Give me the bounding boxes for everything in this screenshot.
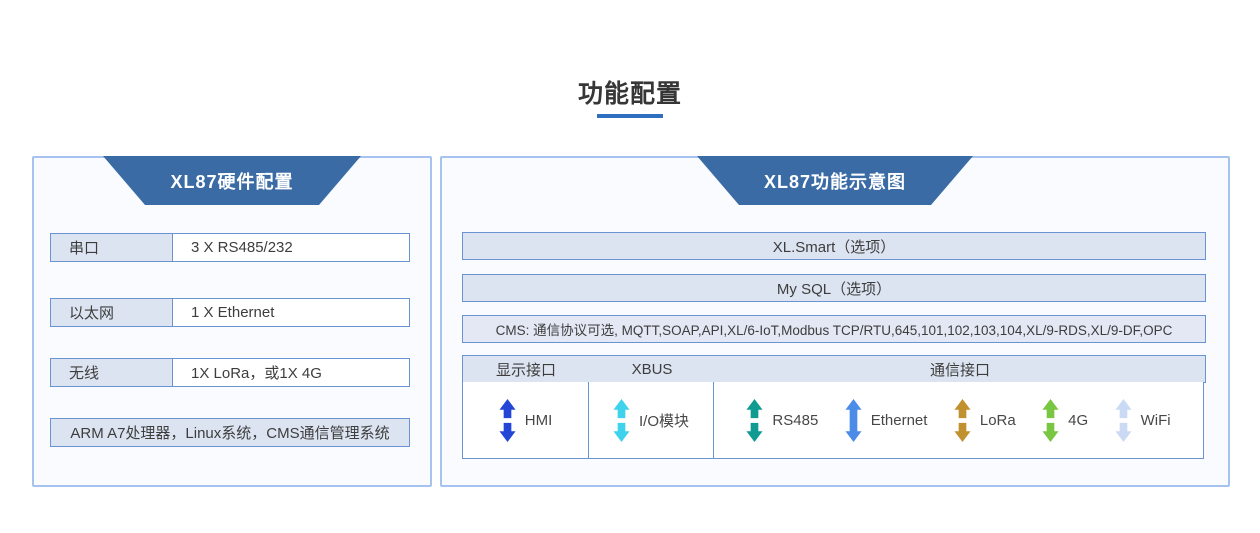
interface-item-lora: LoRa — [954, 398, 1016, 442]
hw-row-value: 1 X Ethernet — [172, 298, 410, 327]
updown-arrow-icon — [845, 398, 862, 442]
interface-item-wifi: WiFi — [1115, 398, 1171, 442]
interface-table-header: 显示接口 XBUS 通信接口 — [462, 355, 1206, 383]
page-title: 功能配置 — [577, 80, 682, 108]
interface-item-4g: 4G — [1042, 398, 1089, 442]
col-header-xbus: XBUS — [631, 360, 673, 378]
updown-arrow-icon — [746, 398, 763, 442]
updown-arrow-icon — [954, 398, 971, 442]
interface-item-label: RS485 — [772, 411, 819, 429]
hardware-panel-header: XL87硬件配置 — [103, 156, 361, 205]
xlsmart-bar: XL.Smart（选项） — [462, 232, 1206, 260]
interface-item-label: LoRa — [979, 411, 1016, 429]
hw-row-label: 无线 — [50, 358, 186, 387]
title-underline — [597, 114, 663, 118]
interface-item-ethernet: Ethernet — [845, 398, 928, 442]
interface-item-label: 4G — [1068, 411, 1089, 429]
hw-row-value: 1X LoRa，或1X 4G — [172, 358, 410, 387]
hw-row-label: 以太网 — [50, 298, 186, 327]
interface-item-hmi: HMI — [499, 398, 553, 442]
interface-item-io-module: I/O模块 — [613, 398, 689, 442]
hw-row-value: 3 X RS485/232 — [172, 233, 410, 262]
xbus-cell: I/O模块 — [588, 382, 714, 459]
hardware-config-panel: XL87硬件配置 串口 3 X RS485/232 以太网 1 X Ethern… — [32, 156, 432, 487]
function-diagram-panel: XL87功能示意图 XL.Smart（选项） My SQL（选项） CMS: 通… — [440, 156, 1230, 487]
updown-arrow-icon — [499, 398, 516, 442]
interface-item-label: HMI — [524, 411, 553, 429]
hw-platform-summary: ARM A7处理器，Linux系统，CMS通信管理系统 — [50, 418, 410, 447]
hardware-panel-title: XL87硬件配置 — [170, 171, 294, 192]
updown-arrow-icon — [1115, 398, 1132, 442]
function-panel-header: XL87功能示意图 — [697, 156, 973, 205]
comm-interface-cell: RS485 Ethernet LoRa 4G — [713, 382, 1204, 459]
cms-protocols-bar: CMS: 通信协议可选, MQTT,SOAP,API,XL/6-IoT,Modb… — [462, 315, 1206, 343]
mysql-bar: My SQL（选项） — [462, 274, 1206, 302]
hw-row-label: 串口 — [50, 233, 186, 262]
updown-arrow-icon — [1042, 398, 1059, 442]
col-header-comm: 通信接口 — [929, 361, 990, 379]
interface-item-label: Ethernet — [870, 411, 928, 429]
col-header-display: 显示接口 — [495, 361, 556, 379]
interface-item-label: I/O模块 — [638, 412, 689, 430]
interface-table-body: HMI I/O模块 RS485 — [462, 382, 1204, 459]
function-panel-title: XL87功能示意图 — [763, 171, 907, 192]
updown-arrow-icon — [613, 398, 630, 442]
display-interface-cell: HMI — [462, 382, 589, 459]
interface-item-rs485: RS485 — [746, 398, 819, 442]
interface-item-label: WiFi — [1140, 411, 1171, 429]
